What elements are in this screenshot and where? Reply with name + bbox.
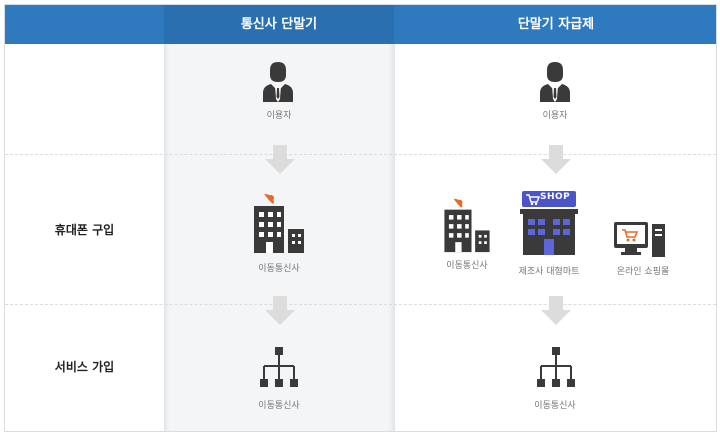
- row-label-signup: 서비스 가입: [54, 360, 115, 374]
- carrier-user-caption: 이용자: [266, 111, 292, 121]
- person-icon: [540, 62, 570, 102]
- row-divider: [5, 304, 716, 305]
- header-carrier-bg: [164, 5, 394, 44]
- row-label-purchase: 휴대폰 구입: [54, 223, 115, 237]
- header-carrier: 통신사 단말기: [240, 17, 318, 32]
- arrow-down-icon: [265, 145, 295, 174]
- building-icon: [254, 194, 304, 253]
- carrier-service-caption: 이동통신사: [258, 401, 300, 411]
- self-carrier-caption: 이동통신사: [446, 261, 488, 271]
- carrier-store-caption: 이동통신사: [258, 264, 300, 274]
- row-divider: [5, 154, 716, 155]
- self-online-caption: 온라인 쇼핑몰: [616, 267, 670, 277]
- building-icon: [444, 198, 490, 253]
- org-chart-icon: [260, 347, 298, 387]
- column-divider: [164, 44, 165, 431]
- arrow-down-icon: [541, 145, 571, 174]
- column-divider: [394, 44, 395, 431]
- shop-sign-text: SHOP: [540, 192, 571, 202]
- org-chart-icon: [537, 347, 575, 387]
- self-user-caption: 이용자: [542, 111, 568, 121]
- arrow-down-icon: [265, 296, 295, 325]
- self-maker-caption: 제조사 대형마트: [518, 267, 580, 277]
- shop-icon: SHOP: [520, 190, 578, 256]
- online-shop-icon: [614, 222, 665, 257]
- comparison-table: 통신사 단말기 단말기 자급제 휴대폰 구입 서비스 가입 이용자: [4, 4, 717, 432]
- self-service-caption: 이동통신사: [534, 401, 576, 411]
- header-self: 단말기 자급제: [517, 17, 595, 32]
- person-icon: [263, 62, 293, 102]
- arrow-down-icon: [541, 296, 571, 325]
